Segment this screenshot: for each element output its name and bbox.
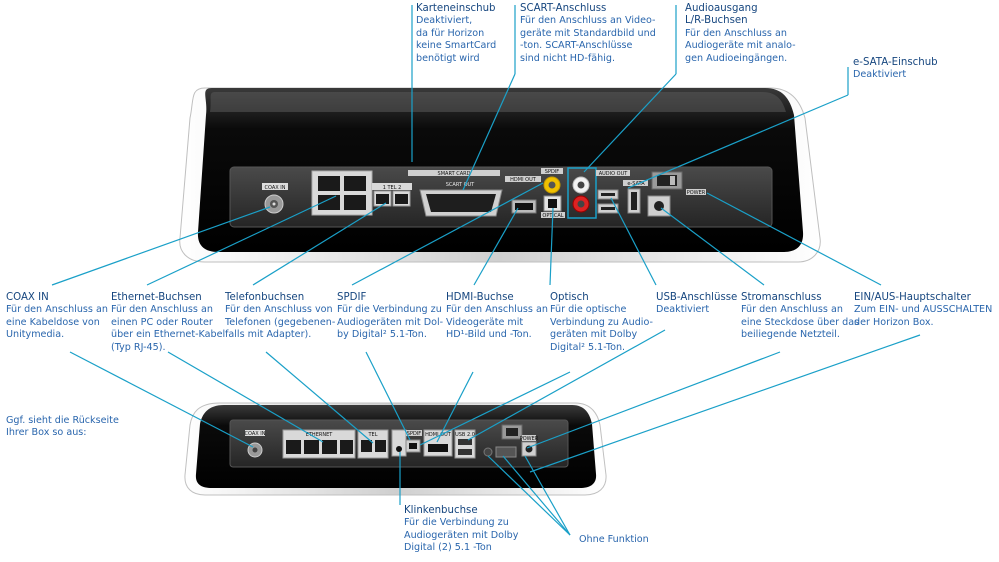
kartenschub-line-3: keine SmartCard	[416, 40, 497, 52]
ethernet-line-3: über ein Ethernet-Kabel	[111, 329, 226, 341]
coax-line-3: Unitymedia.	[6, 329, 65, 341]
einaus-title: EIN/AUS-Hauptschalter	[854, 292, 971, 303]
usb-label-device: USB 2.0	[455, 432, 475, 438]
device-bottom: COAX IN ETHERNET TEL SPDIF HDMI OUT USB …	[184, 402, 607, 496]
spdif-label-device: SPDIF	[545, 169, 560, 175]
klinken-line-2: Audiogeräten mit Dolby	[404, 529, 519, 541]
strom-title: Stromanschluss	[741, 292, 822, 303]
scart-line-1: Für den Anschluss an Video-	[520, 15, 656, 27]
leader-lines	[51, 5, 921, 536]
esata-line-1: Deaktiviert	[853, 69, 907, 81]
label-alt-note: Ggf. sieht die Rückseite Ihrer Box so au…	[6, 415, 119, 440]
hdmi-line-2: Videogeräte mit	[446, 316, 524, 328]
ohne-title: Ohne Funktion	[579, 534, 649, 545]
label-kartenschub: Karteneinschub Deaktiviert, da für Horiz…	[416, 3, 496, 65]
label-optisch: Optisch Für die optische Verbindung zu A…	[550, 292, 653, 354]
hdmi-line-3: HD¹-Bild und -Ton.	[446, 329, 532, 341]
audio-out-label-device: AUDIO OUT	[599, 171, 629, 177]
kartenschub-line-4: benötigt wird	[416, 52, 480, 64]
ethernet-title: Ethernet-Buchsen	[111, 292, 202, 303]
scart-line-4: sind nicht HD-fähig.	[520, 52, 616, 64]
label-spdif: SPDIF Für die Verbindung zu Audiogeräten…	[337, 292, 443, 342]
audioausgang-line-3: gen Audioeingängen.	[685, 52, 788, 64]
klinken-title: Klinkenbuchse	[404, 505, 478, 516]
klinken-line-1: Für die Verbindung zu	[404, 517, 509, 529]
label-audioausgang: Audioausgang L/R-Buchsen Für den Anschlu…	[685, 3, 796, 65]
audioausgang-title-1: Audioausgang	[685, 3, 758, 14]
optisch-title: Optisch	[550, 292, 589, 303]
strom-line-2: eine Steckdose über das	[741, 316, 860, 328]
telefon-line-1: Für den Anschluss von	[225, 304, 333, 316]
strom-line-3: beiliegende Netzteil.	[741, 329, 840, 341]
label-telefon: Telefonbuchsen Für den Anschluss von Tel…	[225, 292, 335, 342]
label-strom: Stromanschluss Für den Anschluss an eine…	[741, 292, 859, 342]
optisch-line-1: Für die optische	[550, 304, 627, 316]
smartcard-label-device: SMART CARD	[438, 171, 471, 177]
label-hdmi: HDMI-Buchse Für den Anschluss an Videoge…	[446, 292, 548, 342]
spdif-line-2: Audiogeräten mit Dol-	[337, 316, 444, 328]
audioausgang-line-2: Audiogeräte mit analo-	[685, 40, 796, 52]
alt-note-line-1: Ggf. sieht die Rückseite	[6, 415, 119, 426]
usb-title: USB-Anschlüsse	[656, 292, 738, 303]
label-ethernet: Ethernet-Buchsen Für den Anschluss an ei…	[111, 292, 225, 354]
optisch-line-2: Verbindung zu Audio-	[550, 316, 653, 328]
power-label-device2: POWER	[520, 436, 539, 442]
label-ohne-funktion: Ohne Funktion	[579, 534, 649, 546]
device-top: COAX IN 1 TEL 2 SMART CARD SCART OUT HDM…	[179, 87, 821, 263]
usb-line-1: Deaktiviert	[656, 304, 710, 316]
hdmi-label-device: HDMI OUT	[510, 177, 537, 183]
klinken-line-3: Digital (2) 5.1 -Ton	[404, 542, 492, 554]
hdmi-line-1: Für den Anschluss an	[446, 304, 548, 316]
telefon-line-3: falls mit Adapter).	[225, 329, 312, 341]
strom-line-1: Für den Anschluss an	[741, 304, 843, 316]
scart-line-3: -ton. SCART-Anschlüsse	[520, 40, 633, 52]
esata-title: e-SATA-Einschub	[853, 57, 938, 68]
kartenschub-line-2: da für Horizon	[416, 27, 485, 39]
telefon-title: Telefonbuchsen	[225, 292, 305, 303]
spdif-line-1: Für die Verbindung zu	[337, 304, 442, 316]
kartenschub-line-1: Deaktiviert,	[416, 15, 473, 27]
coax-title: COAX IN	[6, 292, 49, 303]
audioausgang-line-1: Für den Anschluss an	[685, 27, 787, 39]
label-esata: e-SATA-Einschub Deaktiviert	[853, 57, 938, 82]
kartenschub-title: Karteneinschub	[416, 3, 496, 14]
einaus-line-2: der Horizon Box.	[854, 316, 934, 328]
einaus-line-1: Zum EIN- und AUSSCHALTEN	[854, 304, 993, 316]
scart-title: SCART-Anschluss	[520, 3, 607, 14]
spdif-label-device2: SPDIF	[407, 431, 422, 437]
label-usb: USB-Anschlüsse Deaktiviert	[656, 292, 737, 317]
hdmi-label-device2: HDMI OUT	[425, 432, 452, 438]
ethernet-line-2: einen PC oder Router	[111, 316, 213, 328]
coax-label-device2: COAX IN	[245, 431, 266, 437]
tel-label-device2: TEL	[368, 432, 378, 438]
label-klinken: Klinkenbuchse Für die Verbindung zu Audi…	[404, 505, 518, 555]
hdmi-title: HDMI-Buchse	[446, 292, 514, 303]
spdif-title: SPDIF	[337, 292, 367, 303]
telefon-line-2: Telefonen (gegebenen-	[225, 316, 336, 328]
label-coax: COAX IN Für den Anschluss an eine Kabeld…	[6, 292, 108, 342]
scart-label-device: SCART OUT	[446, 182, 475, 188]
label-einaus: EIN/AUS-Hauptschalter Zum EIN- und AUSSC…	[854, 292, 992, 329]
label-scart: SCART-Anschluss Für den Anschluss an Vid…	[520, 3, 656, 65]
coax-label-device: COAX IN	[265, 185, 286, 191]
audioausgang-title-2: L/R-Buchsen	[685, 15, 748, 27]
alt-note-line-2: Ihrer Box so aus:	[6, 427, 87, 439]
scart-line-2: geräte mit Standardbild und	[520, 27, 656, 39]
ethernet-line-4: (Typ RJ-45).	[111, 341, 166, 353]
spdif-line-3: by Digital² 5.1-Ton.	[337, 329, 427, 341]
ethernet-line-1: Für den Anschluss an	[111, 304, 213, 316]
optisch-line-3: geräten mit Dolby	[550, 329, 638, 341]
coax-line-1: Für den Anschluss an	[6, 304, 108, 316]
coax-line-2: eine Kabeldose von	[6, 316, 100, 328]
ethernet-label-device: ETHERNET	[306, 432, 334, 438]
optisch-line-4: Digital² 5.1-Ton.	[550, 341, 626, 353]
power-label-device: POWER	[687, 190, 706, 196]
tel-label-device: 1 TEL 2	[383, 185, 402, 191]
